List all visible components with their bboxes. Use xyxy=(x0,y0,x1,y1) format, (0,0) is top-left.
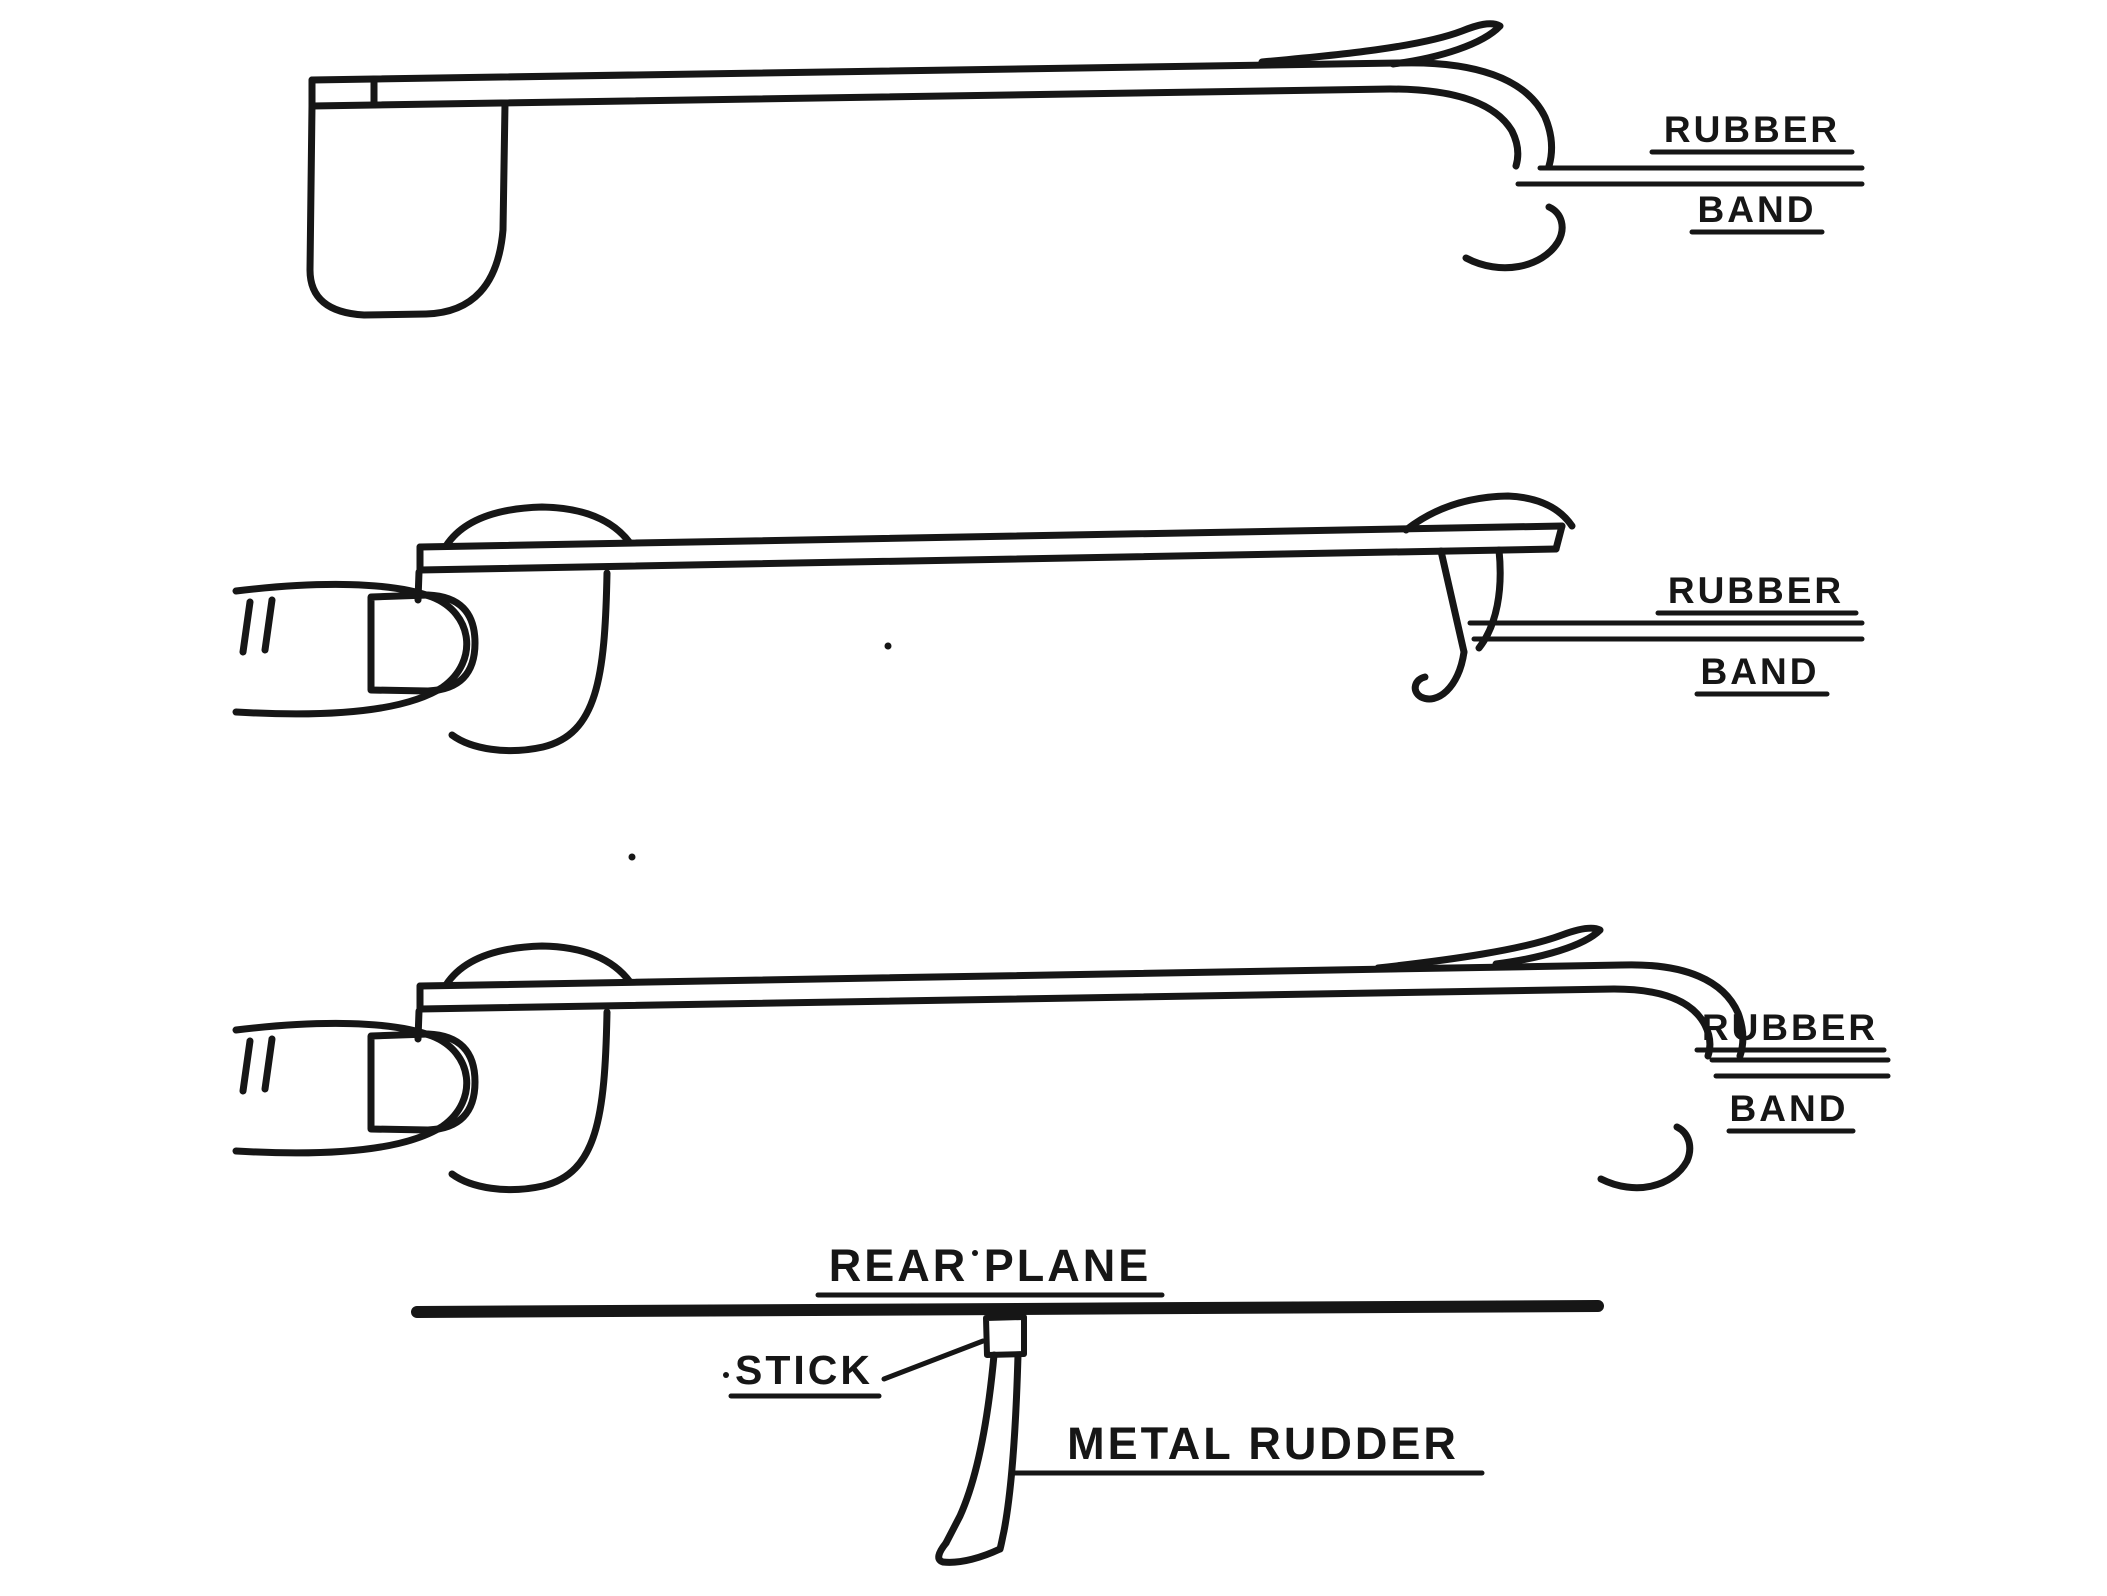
fig1-rubber-label: RUBBER xyxy=(1664,109,1840,150)
fig3-motion-mark-2 xyxy=(261,1035,276,1093)
fig1-handle-outline xyxy=(306,100,509,319)
scan-specks xyxy=(628,642,978,1378)
fig1-stick-top-edge xyxy=(308,59,1404,84)
fig2-rubber-label: RUBBER xyxy=(1668,570,1844,611)
fig3-band-label: BAND xyxy=(1730,1088,1849,1129)
fig1-band-hook-curl xyxy=(1462,203,1566,272)
figure-3-launcher-held-by-thumb-hooked-tail: RUBBER BAND xyxy=(232,924,1891,1194)
fig2-motion-mark-1 xyxy=(239,598,254,656)
fig1-nose-catch-curl xyxy=(1258,20,1504,68)
figure-1-launcher-side-view: RUBBER BAND xyxy=(306,20,1865,319)
fig2-stick-bottom-edge xyxy=(416,545,1560,574)
fig4-rear-plane-line xyxy=(411,1300,1604,1318)
fig3-hook-inner-edge xyxy=(1610,985,1714,1060)
fig3-band-hook-curl xyxy=(1597,1123,1694,1192)
figure-2-launcher-held-by-thumb: RUBBER BAND xyxy=(232,492,1865,755)
fig4-rear-plane-label: REAR PLANE xyxy=(829,1240,1152,1291)
fig3-catch-pouch-right-edge xyxy=(448,1008,611,1194)
fig2-thumb-outline xyxy=(232,580,471,718)
scan-speck xyxy=(628,853,636,861)
fig3-nose-catch-curl xyxy=(1374,924,1604,972)
fig4-rudder-right-edge xyxy=(996,1351,1022,1553)
scan-speck xyxy=(972,1250,978,1256)
fig2-tail-fin-back-edge xyxy=(1475,546,1504,652)
fig3-thumb-outline xyxy=(232,1019,471,1157)
fig2-tail-fin-front-edge xyxy=(1437,547,1468,656)
fig2-thumb-nail-outline xyxy=(367,591,479,695)
fig2-motion-mark-2 xyxy=(261,596,276,654)
fig3-stick-bottom-edge xyxy=(416,985,1618,1013)
fig2-tail-fin-curl xyxy=(1411,648,1468,703)
fig3-motion-mark-1 xyxy=(239,1037,254,1095)
figure-4-rear-plane-detail: REAR PLANE STICK METAL RUDDER xyxy=(411,1240,1604,1566)
fig4-metal-rudder-label: METAL RUDDER xyxy=(1067,1418,1459,1469)
fig3-hook-outer-edge xyxy=(1618,961,1747,1060)
fig3-front-catch-dome xyxy=(442,942,634,989)
fig3-stick-top-edge xyxy=(416,961,1626,990)
fig4-rudder-toe-curl xyxy=(935,1539,1004,1566)
scan-speck xyxy=(723,1372,729,1378)
fig3-thumb-nail-outline xyxy=(367,1030,479,1134)
fig3-rubber-label: RUBBER xyxy=(1702,1007,1878,1048)
fig1-band-label: BAND xyxy=(1698,189,1817,230)
fig4-stick-end-square xyxy=(983,1314,1027,1358)
fig2-catch-pouch-right-edge xyxy=(448,569,611,755)
fig2-band-label: BAND xyxy=(1701,651,1820,692)
fig1-stick-bottom-edge xyxy=(308,85,1394,110)
fig2-stick-tip-cap xyxy=(1552,522,1566,553)
scan-speck xyxy=(884,642,892,650)
fig1-hook-inner-edge xyxy=(1386,85,1522,170)
fig1-hook-outer-edge xyxy=(1396,59,1556,170)
fig4-rudder-left-edge xyxy=(942,1351,998,1547)
fig2-stick-top-edge xyxy=(416,522,1566,551)
fig2-front-catch-dome xyxy=(442,503,634,550)
fig2-rear-catch-dome xyxy=(1402,492,1576,534)
fig4-stick-pointer-line xyxy=(881,1338,986,1382)
fig4-stick-label: STICK xyxy=(735,1347,873,1393)
